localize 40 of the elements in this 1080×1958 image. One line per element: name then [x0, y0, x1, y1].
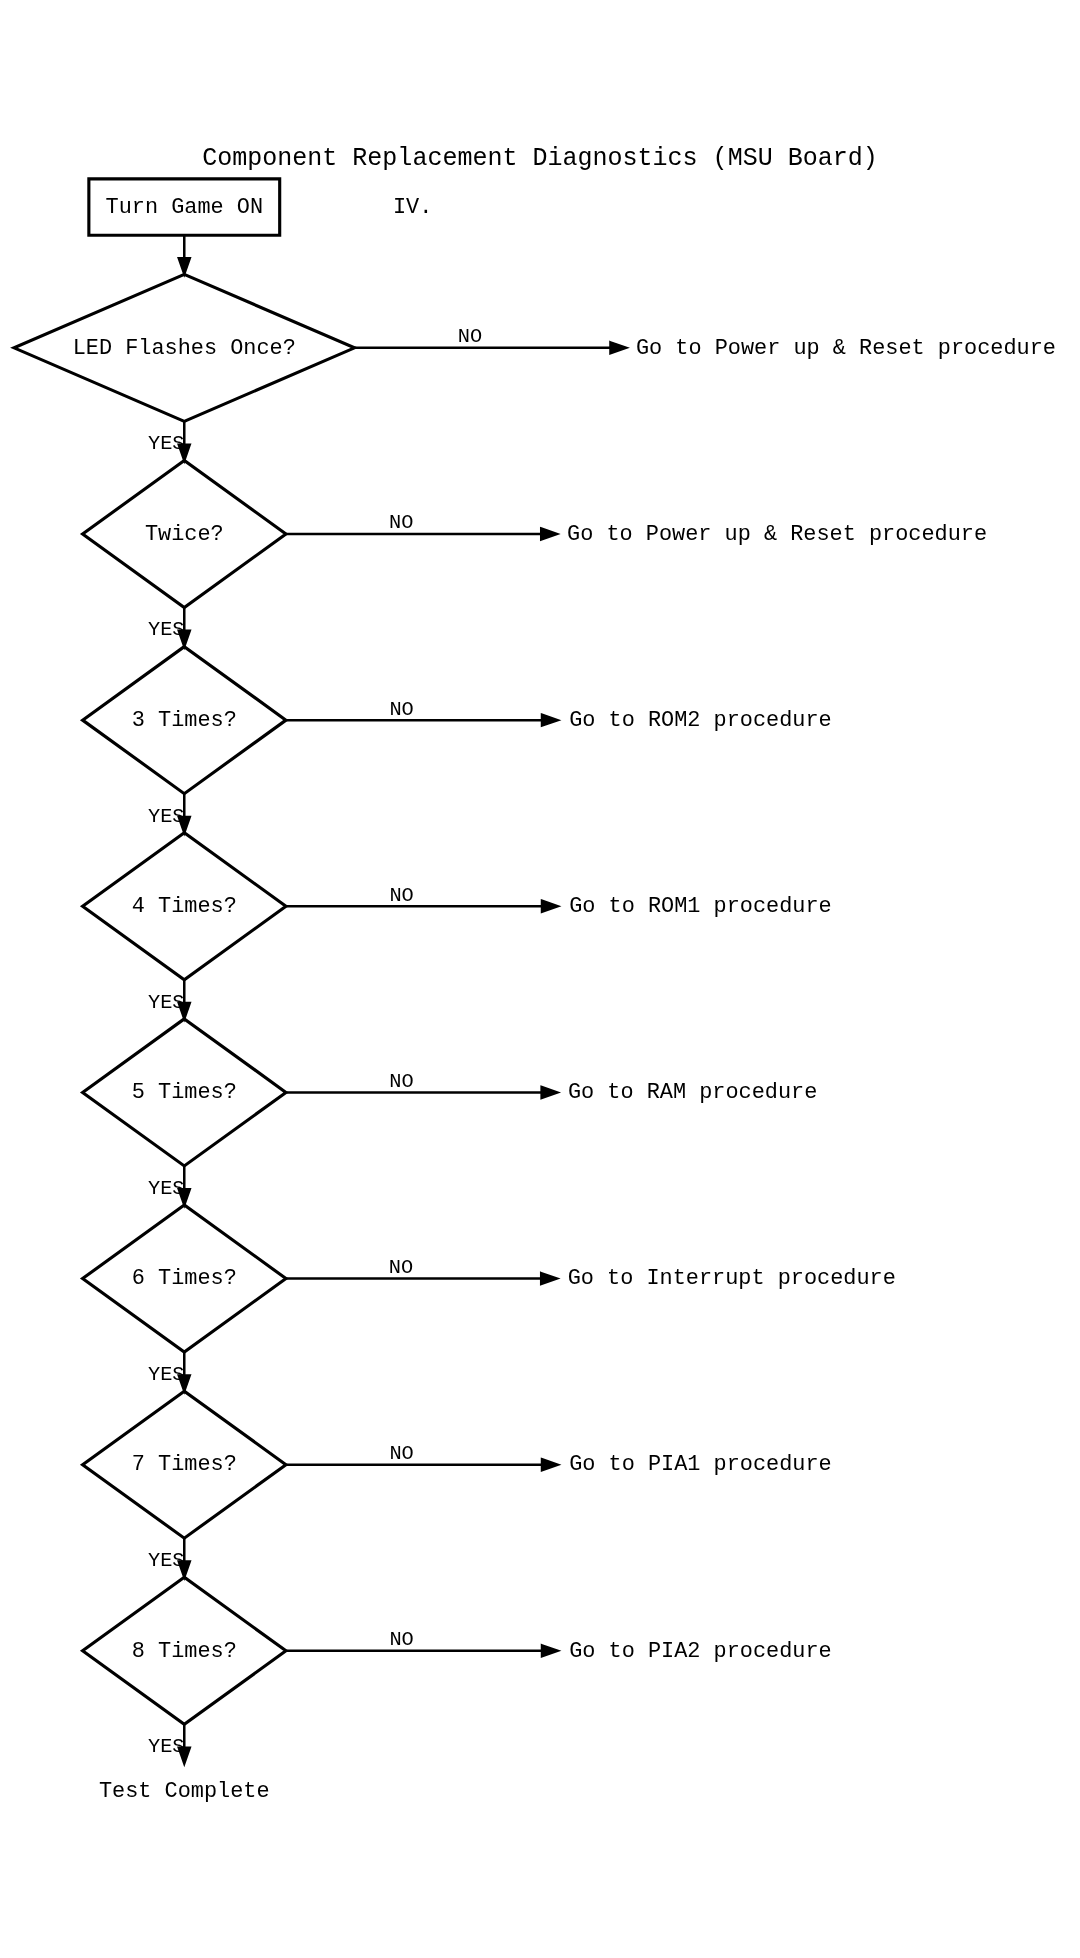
node-text: Go to Power up & Reset procedure [567, 521, 988, 547]
edge-label: NO [389, 1442, 414, 1466]
node-diamond: 5 Times? [79, 1016, 289, 1168]
arrow [177, 1538, 192, 1581]
node-diamond: 3 Times? [79, 644, 289, 796]
node-diamond: 4 Times? [79, 830, 289, 982]
node-text: Go to RAM procedure [567, 1080, 818, 1106]
edge-label: NO [388, 1255, 414, 1279]
node-diamond: Twice? [79, 458, 289, 610]
arrow [286, 712, 562, 728]
edge-label: NO [389, 1069, 414, 1093]
arrow [177, 235, 192, 278]
node-text: Go to Power up & Reset procedure [635, 335, 1056, 361]
label: IV. [392, 194, 433, 220]
arrow [177, 1352, 192, 1395]
edge-label: NO [457, 325, 483, 349]
edge-label: NO [389, 883, 414, 907]
node-text: Go to ROM2 procedure [569, 707, 832, 733]
arrow [354, 340, 630, 356]
node-diamond: 7 Times? [79, 1389, 289, 1541]
node-text: Go to PIA1 procedure [569, 1452, 832, 1478]
node-text: Test Complete [98, 1779, 270, 1805]
arrow [177, 421, 192, 465]
node-text: Go to PIA2 procedure [569, 1638, 832, 1664]
node-text: Go to Interrupt procedure [567, 1266, 896, 1292]
edge-label: NO [388, 511, 414, 535]
edge-label: NO [389, 1628, 414, 1652]
edge-label: NO [389, 697, 414, 721]
arrow [286, 1085, 562, 1100]
node-text: Go to ROM1 procedure [569, 894, 832, 920]
arrow [286, 899, 562, 914]
node-box: Turn Game ON [87, 177, 282, 237]
arrow [286, 1457, 562, 1472]
node-diamond: 6 Times? [79, 1203, 289, 1354]
arrow [286, 1643, 562, 1659]
arrow [177, 1724, 192, 1768]
arrow [286, 526, 561, 542]
diagram-title: Component Replacement Diagnostics (MSU Board) [202, 143, 878, 173]
node-diamond: 8 Times? [79, 1575, 289, 1727]
arrow [285, 1271, 561, 1286]
